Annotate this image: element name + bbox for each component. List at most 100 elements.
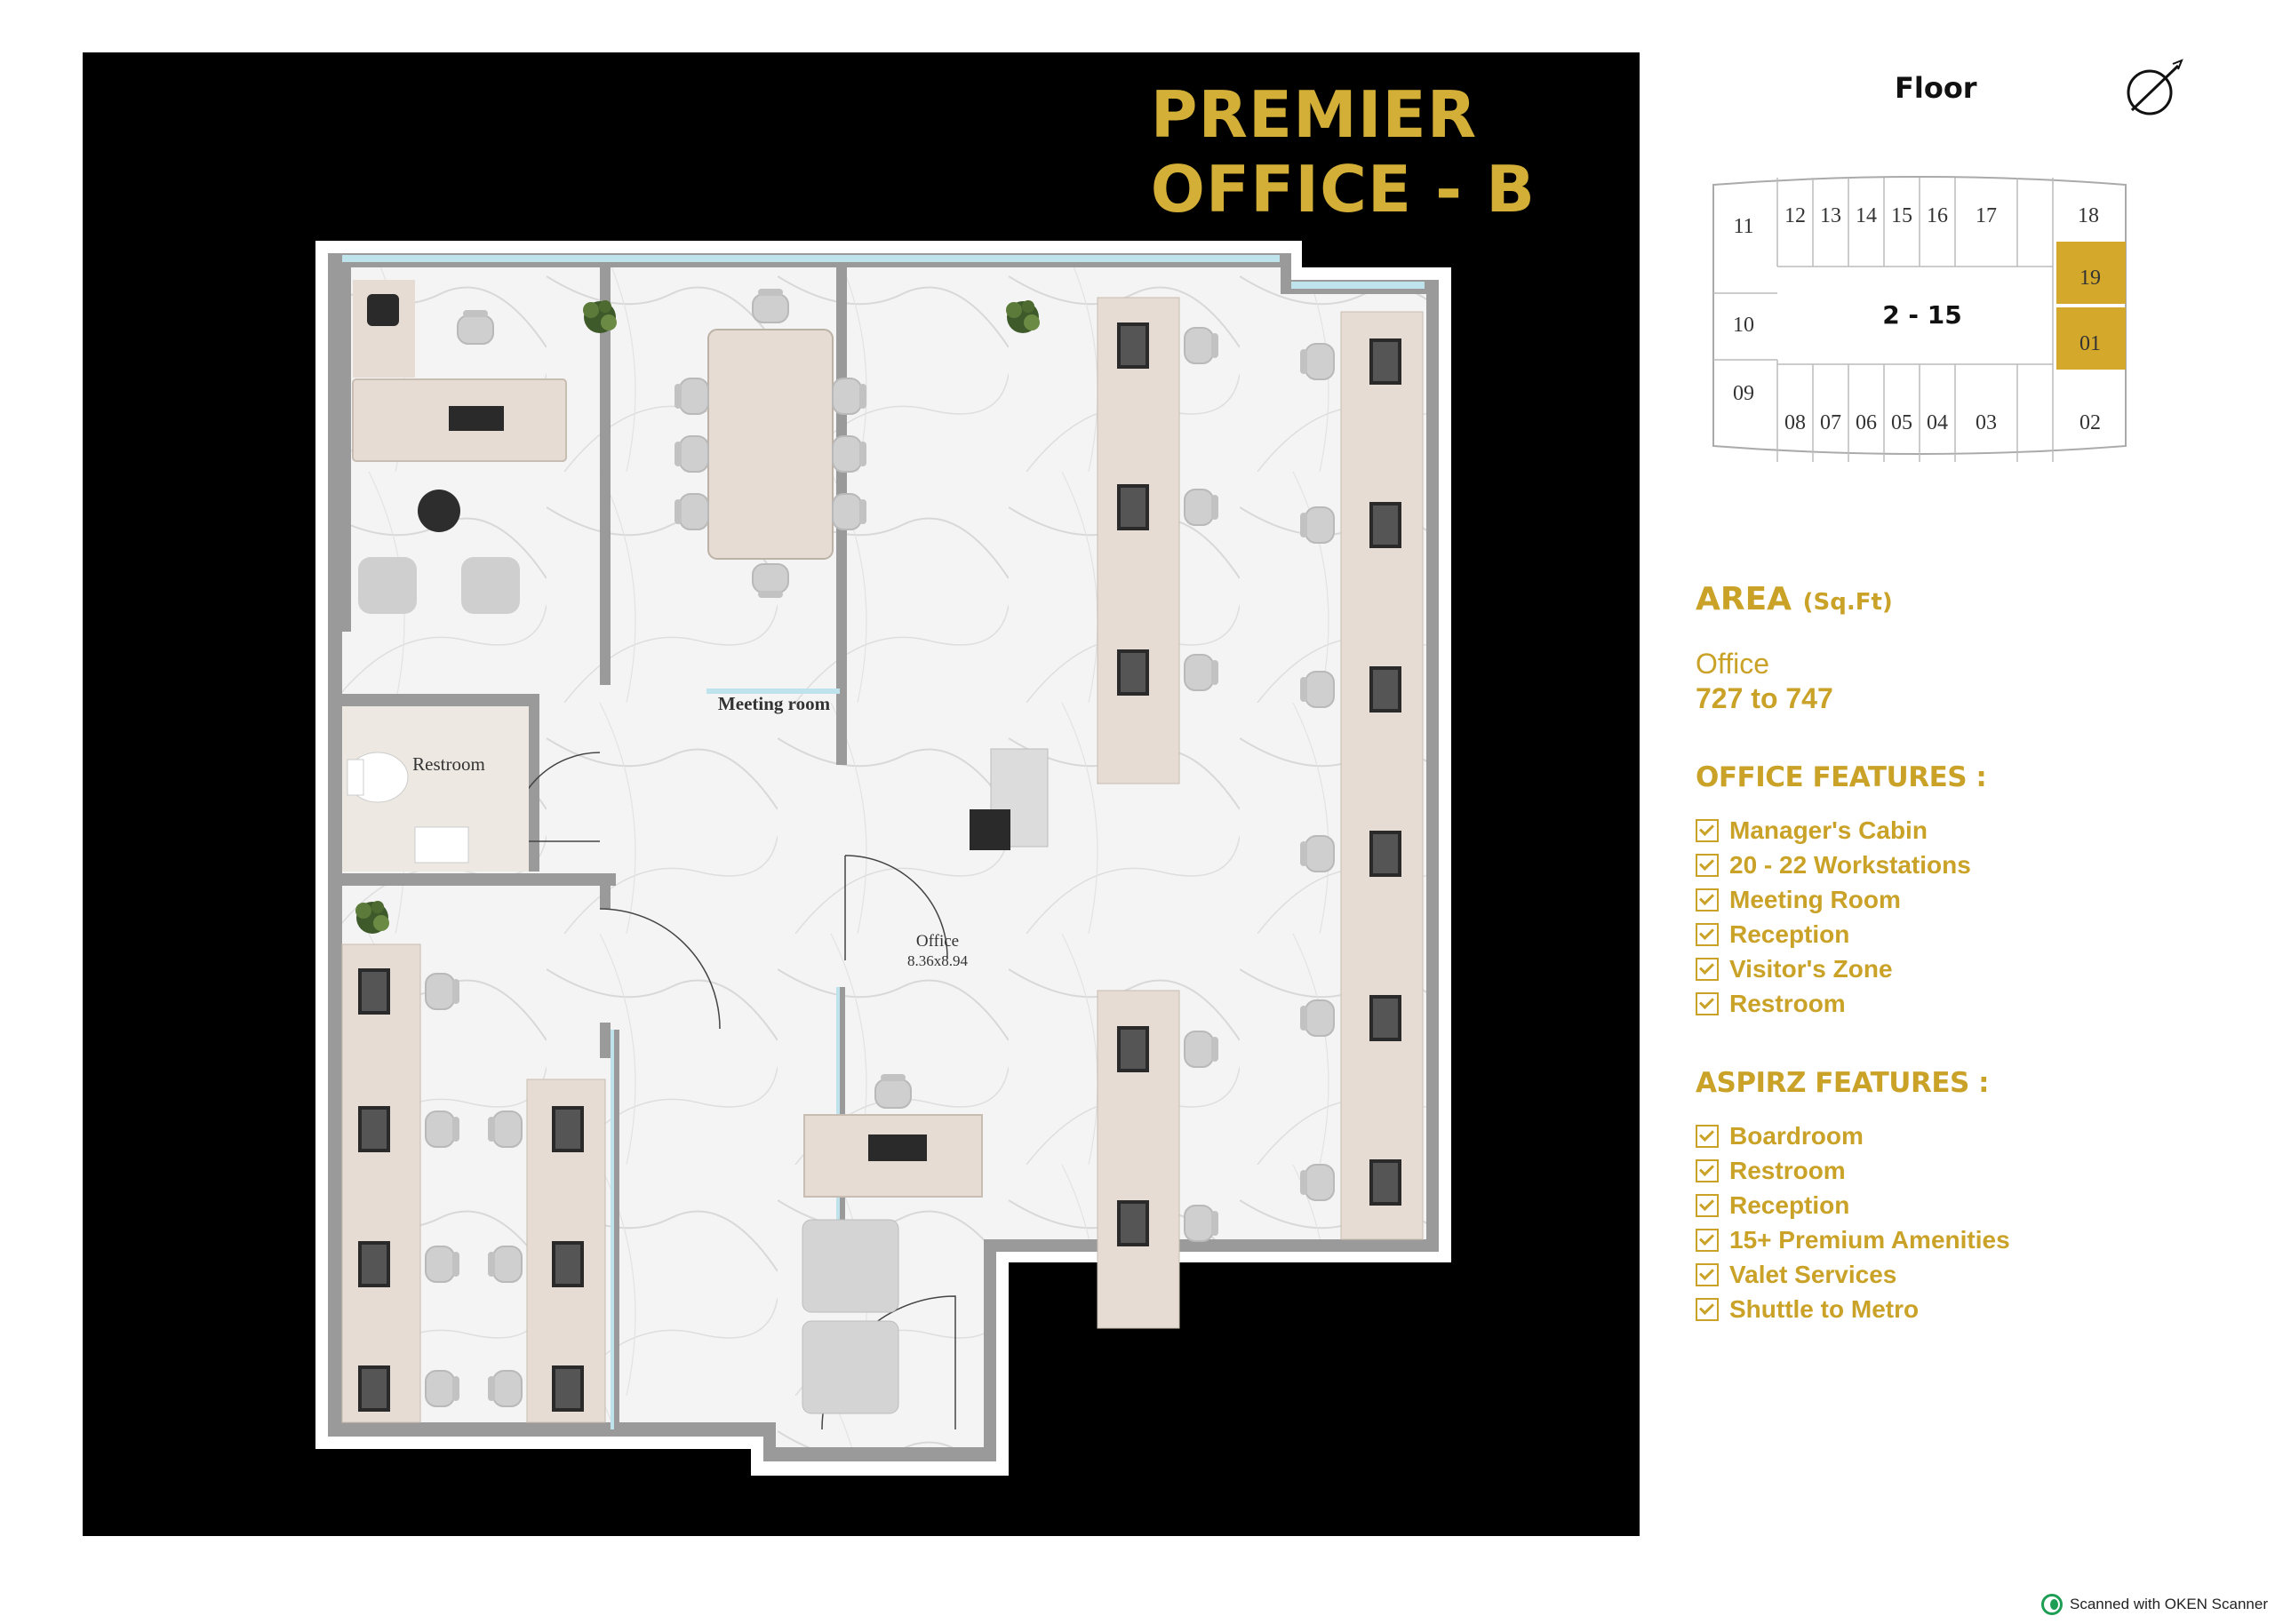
- checkbox-icon: [1696, 957, 1719, 981]
- unit-label-11: 11: [1733, 215, 1753, 238]
- unit-label-06: 06: [1856, 411, 1877, 434]
- unit-label-08: 08: [1784, 411, 1806, 434]
- wall: [611, 1030, 619, 1429]
- glass-wall: [706, 689, 840, 694]
- area-unit: (Sq.Ft): [1802, 589, 1893, 616]
- laptop: [1369, 1159, 1401, 1206]
- wall: [331, 873, 616, 886]
- checkbox-icon: [1696, 1193, 1719, 1217]
- visitor-sofa: [802, 1219, 899, 1313]
- lounge-chair: [461, 557, 520, 614]
- scanner-watermark: Scanned with OKEN Scanner: [2040, 1594, 2268, 1615]
- unit-label-12: 12: [1784, 204, 1806, 227]
- aspirz-feature-item: Boardroom: [1696, 1118, 2229, 1153]
- keyplan-center-label: 2 - 15: [1882, 300, 1962, 330]
- aspirz-feature-item-label: Restroom: [1729, 1156, 1846, 1184]
- scanner-text: Scanned with OKEN Scanner: [2069, 1596, 2268, 1612]
- laptop: [1369, 502, 1401, 548]
- unit-label-02: 02: [2079, 411, 2101, 434]
- laptop: [868, 1134, 927, 1161]
- aspirz-feature-item: Restroom: [1696, 1153, 2229, 1188]
- wall: [600, 267, 611, 685]
- laptop: [1117, 322, 1149, 369]
- laptop: [1369, 831, 1401, 877]
- laptop: [449, 406, 504, 431]
- laptop: [358, 1241, 390, 1287]
- aspirz-feature-item: Shuttle to Metro: [1696, 1292, 2229, 1326]
- meeting-table: [707, 329, 834, 560]
- office-feature-item-label: Restroom: [1729, 989, 1846, 1017]
- laptop: [1369, 995, 1401, 1041]
- office-feature-item-label: 20 - 22 Workstations: [1729, 850, 1971, 879]
- window: [1291, 282, 1425, 289]
- title-line-2: OFFICE - B: [1150, 152, 1536, 227]
- checkbox-icon: [1696, 922, 1719, 946]
- aspirz-features-heading: ASPIRZ FEATURES :: [1696, 1067, 1990, 1099]
- printer: [367, 294, 399, 326]
- aspirz-feature-item-label: Shuttle to Metro: [1729, 1294, 1920, 1323]
- checkbox-icon: [1696, 853, 1719, 877]
- laptop: [1117, 649, 1149, 696]
- wall: [600, 1023, 611, 1058]
- toilet-tank: [347, 759, 364, 796]
- laptop: [552, 1106, 584, 1152]
- aspirz-feature-item: Valet Services: [1696, 1257, 2229, 1292]
- compass-icon: [2127, 59, 2183, 115]
- unit-label-04: 04: [1927, 411, 1948, 434]
- checkbox-icon: [1696, 888, 1719, 912]
- visitor-sofa: [802, 1320, 899, 1414]
- laptop: [1369, 338, 1401, 385]
- office-feature-item: Restroom: [1696, 986, 2229, 1021]
- office-dimensions: 8.36x8.94: [907, 952, 969, 969]
- office-feature-item: Meeting Room: [1696, 882, 2229, 917]
- checkbox-icon: [1696, 1124, 1719, 1148]
- meeting-room-label: Meeting room: [718, 693, 831, 714]
- info-panel: AREA (Sq.Ft) Office 727 to 747 OFFICE FE…: [1696, 581, 2229, 1326]
- area-heading-text: AREA: [1696, 581, 1792, 617]
- laptop: [1117, 1200, 1149, 1246]
- laptop: [1369, 666, 1401, 712]
- laptop: [1117, 1026, 1149, 1072]
- laptop: [358, 1365, 390, 1412]
- workstations-right-b-desk: [1340, 311, 1424, 1240]
- door: [844, 855, 948, 959]
- checkbox-icon: [1696, 991, 1719, 1015]
- aspirz-feature-item: Reception: [1696, 1188, 2229, 1222]
- checkbox-icon: [1696, 818, 1719, 842]
- office-feature-item: 20 - 22 Workstations: [1696, 848, 2229, 882]
- laptop: [1117, 484, 1149, 530]
- wall: [342, 267, 351, 632]
- window: [342, 255, 1280, 262]
- wall: [331, 694, 536, 706]
- unit-label-14: 14: [1856, 204, 1877, 227]
- restroom-label: Restroom: [412, 753, 485, 775]
- unit-01-highlight: [2056, 307, 2126, 370]
- aspirz-feature-item-label: 15+ Premium Amenities: [1729, 1225, 2010, 1254]
- area-heading: AREA (Sq.Ft): [1696, 581, 2229, 617]
- unit-label-10: 10: [1733, 314, 1754, 337]
- office-feature-item: Manager's Cabin: [1696, 813, 2229, 848]
- office-feature-item-label: Reception: [1729, 919, 1850, 948]
- unit-label-13: 13: [1820, 204, 1841, 227]
- unit-label-19: 19: [2079, 267, 2101, 290]
- wall: [529, 694, 539, 872]
- office-features-heading: OFFICE FEATURES :: [1696, 761, 1987, 793]
- side-table-round: [418, 490, 460, 532]
- laptop: [552, 1241, 584, 1287]
- keyplan-label: Floor: [1895, 71, 1977, 105]
- glass-wall: [611, 1030, 614, 1429]
- unit-label-16: 16: [1927, 204, 1948, 227]
- checkbox-icon: [1696, 1262, 1719, 1286]
- laptop: [358, 1106, 390, 1152]
- aspirz-feature-item-label: Valet Services: [1729, 1260, 1897, 1288]
- workstations-right-a: [1097, 297, 1180, 1329]
- laptop: [552, 1365, 584, 1412]
- unit-19-highlight: [2056, 242, 2126, 304]
- office-feature-item: Visitor's Zone: [1696, 951, 2229, 986]
- aspirz-feature-item: 15+ Premium Amenities: [1696, 1222, 2229, 1257]
- unit-label-03: 03: [1976, 411, 1997, 434]
- title-line-1: PREMIER: [1150, 77, 1478, 152]
- door: [599, 908, 721, 1030]
